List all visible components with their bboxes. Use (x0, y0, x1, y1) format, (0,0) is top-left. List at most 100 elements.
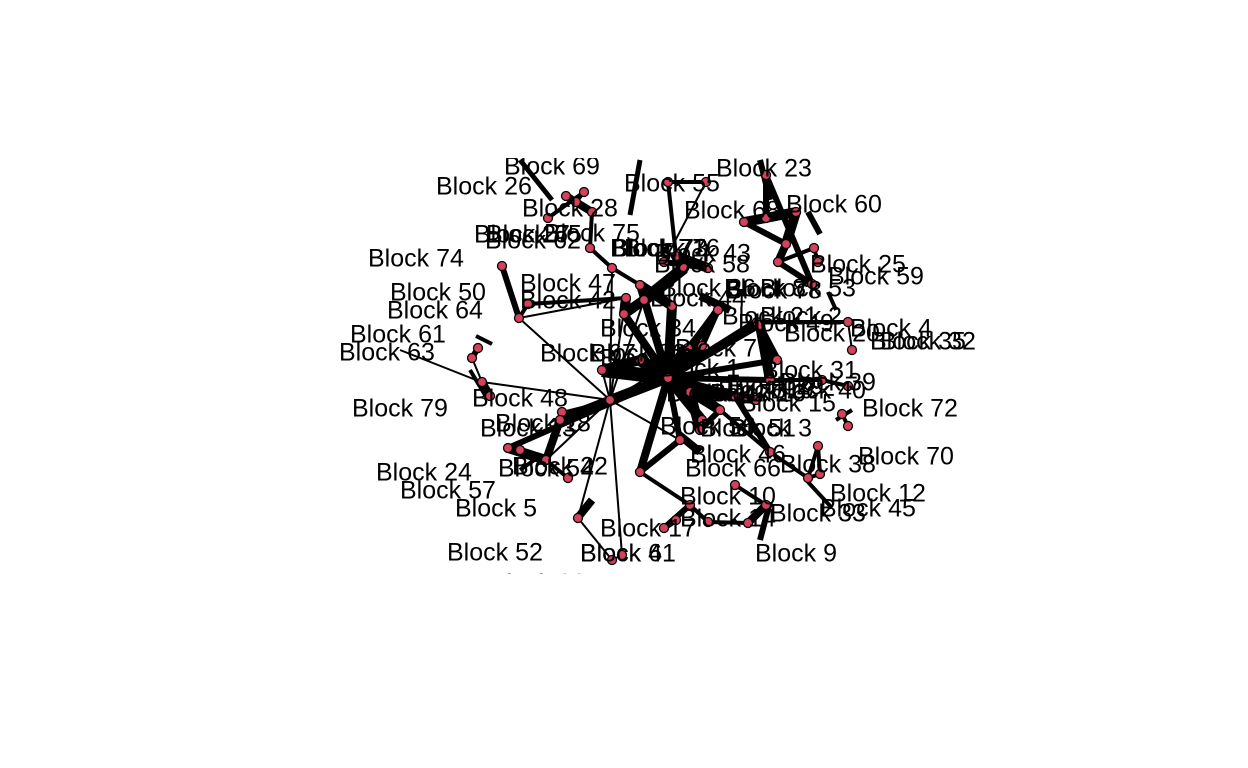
edge (518, 454, 542, 472)
node-block-24 (502, 442, 514, 454)
node-block-61 (472, 342, 484, 354)
node-label: Block 6 (580, 540, 662, 568)
node-block-23 (760, 169, 772, 181)
edge (663, 305, 677, 379)
node-label: Block 41 (580, 540, 676, 568)
node-label: Block 47 (520, 270, 616, 298)
node-block-26 (560, 190, 572, 202)
node-label: Block 26 (436, 173, 532, 201)
node-label: Block 43 (655, 240, 751, 268)
node-block-36 (634, 279, 646, 291)
node-label: Block 57 (400, 477, 496, 505)
node-block-73 (670, 250, 682, 262)
node-block-17 (670, 514, 682, 526)
edge (637, 280, 675, 311)
edge (665, 377, 683, 441)
node-block-18 (554, 414, 566, 426)
edge (777, 246, 815, 264)
node-label: Block 1 (658, 355, 740, 383)
node-label: Block 71 (610, 235, 706, 263)
node-block-7 (682, 342, 694, 354)
edge (733, 483, 768, 507)
edge (699, 308, 721, 348)
edge (707, 520, 749, 525)
node-label: Block 23 (716, 155, 812, 183)
node-block-22 (578, 186, 590, 198)
node-block-6 (634, 466, 646, 478)
edge (518, 317, 611, 401)
node-block-8 (806, 278, 818, 290)
node-block-29 (750, 394, 762, 406)
node-block-51 (729, 390, 741, 402)
node-label: Block 56 (660, 413, 756, 441)
node-block-74 (496, 260, 508, 272)
edge (399, 349, 477, 381)
node-label: Block 17 (600, 515, 696, 543)
node-block-28 (586, 206, 598, 218)
node-label: Block 49 (738, 310, 834, 338)
node-label: Block 27 (474, 221, 570, 249)
node-block-62 (618, 308, 630, 320)
node-block-54 (540, 454, 552, 466)
node-block-53 (772, 256, 784, 268)
edge (667, 375, 771, 383)
edge (546, 190, 586, 220)
node-label: Block 5 (455, 495, 537, 523)
edge (600, 355, 642, 375)
node-block-58 (702, 262, 714, 274)
node-label: Block 77 (690, 380, 786, 408)
node-label: Block 48 (472, 385, 568, 413)
node-label: Block 67 (540, 340, 636, 368)
node-label: Block 35 (870, 328, 966, 356)
node-label: Block 19 (718, 377, 814, 405)
edge (806, 480, 834, 510)
edge (826, 291, 838, 311)
edge (732, 394, 773, 454)
node-block-72 (842, 420, 854, 432)
node-block-11 (684, 386, 696, 398)
node-label: Block 39 (780, 369, 876, 397)
node-label: Block 32 (880, 328, 976, 356)
node-label: Block 70 (858, 443, 954, 471)
node-label: Block 37 (600, 345, 696, 373)
node-label: Block 16 (710, 380, 806, 408)
node-label: Block 10 (680, 483, 776, 511)
node-block-48 (476, 376, 488, 388)
edge (763, 173, 815, 286)
edge (609, 299, 645, 401)
node-label: Block 46 (690, 441, 786, 469)
node-label: Block 25 (810, 251, 906, 279)
node-block-5 (562, 472, 574, 484)
node-block-41 (658, 522, 670, 534)
node-block-16 (714, 404, 726, 416)
node-label: Block 14 (680, 505, 776, 533)
edge (609, 399, 681, 441)
node-block-49 (712, 304, 724, 316)
node-block-78 (780, 238, 792, 250)
node-label: Block 80 (590, 340, 686, 368)
node-label: Block 31 (762, 357, 858, 385)
edge (718, 408, 772, 454)
node-label: Block 69 (504, 153, 600, 181)
node-label: Block 44 (650, 285, 746, 313)
node-label: Block 53 (760, 275, 856, 303)
node-label: Block 20 (784, 320, 880, 348)
node-label: Block 79 (352, 395, 448, 423)
node-label: Block 24 (376, 459, 472, 487)
node-label: Block 60 (786, 191, 882, 219)
node-block-79 (484, 390, 496, 402)
node-label: Block 33 (770, 500, 866, 528)
edge (518, 297, 627, 319)
node-label: Block 72 (862, 395, 958, 423)
node-block-64 (522, 298, 534, 310)
edge (518, 158, 554, 202)
node-label: Block 52 (447, 539, 543, 567)
node-label: Block 34 (600, 315, 696, 343)
node-block-75 (584, 242, 596, 254)
node-label: Block 68 (684, 197, 780, 225)
node-block-9 (742, 517, 754, 529)
edge (577, 517, 613, 561)
node-block-38 (812, 440, 824, 452)
